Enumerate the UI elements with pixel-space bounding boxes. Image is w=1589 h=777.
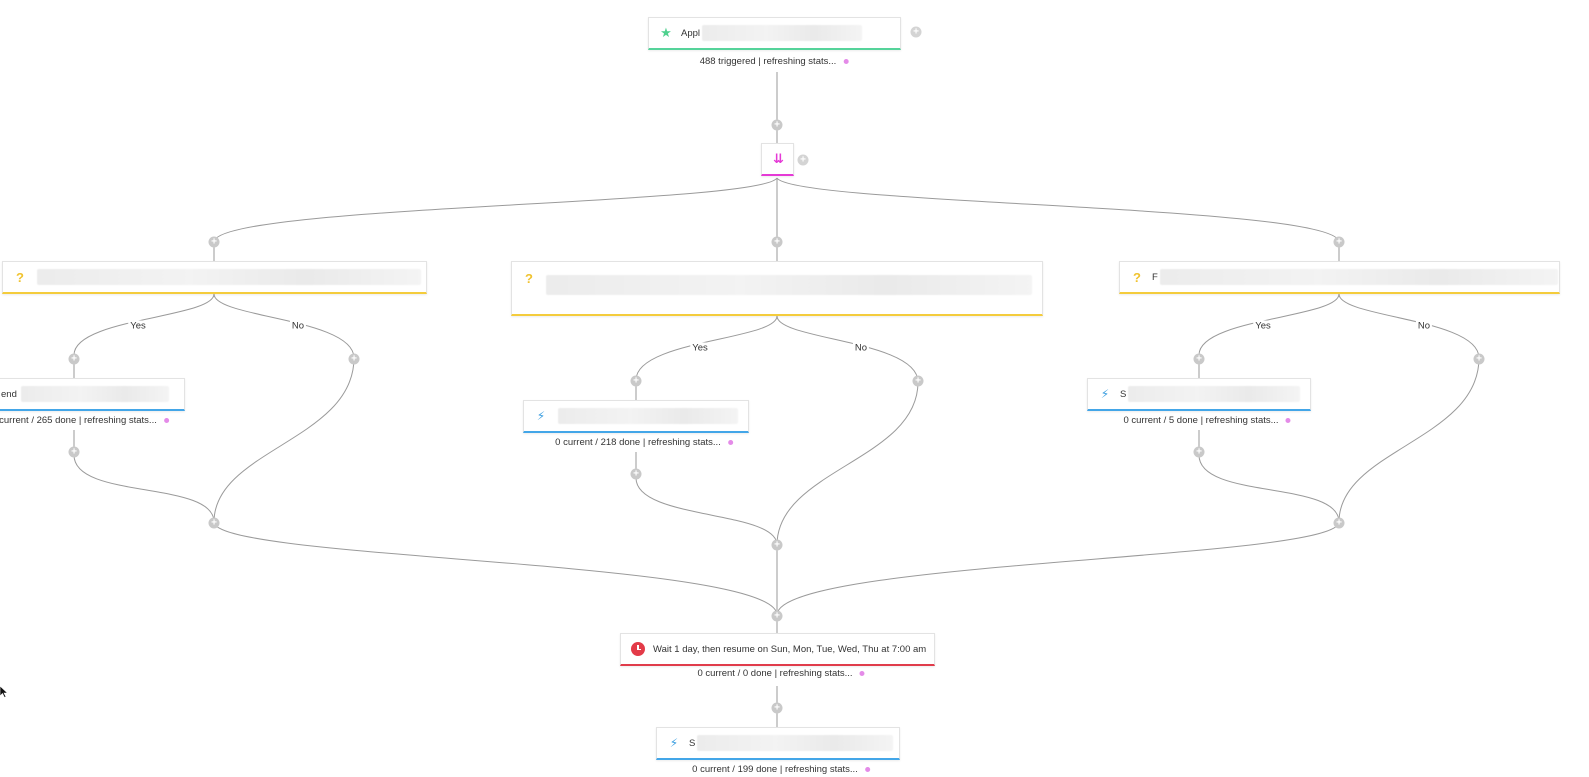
branch-label-yes: Yes xyxy=(1253,320,1273,332)
add-step-button[interactable]: + xyxy=(348,353,360,365)
add-step-button[interactable]: + xyxy=(797,154,809,166)
add-step-button[interactable]: + xyxy=(771,236,783,248)
wait-stats: 0 current / 0 done | refreshing stats... xyxy=(697,668,865,679)
trigger-label: Appl xyxy=(681,27,701,39)
add-step-button[interactable]: + xyxy=(208,517,220,529)
redacted-text xyxy=(20,386,169,402)
action-stats-middle: 0 current / 218 done | refreshing stats.… xyxy=(555,437,733,448)
mouse-cursor-icon xyxy=(0,686,8,698)
trigger-stats: 488 triggered | refreshing stats... xyxy=(700,56,849,67)
status-dot xyxy=(163,418,169,423)
lightning-icon: ⚡ xyxy=(669,736,679,750)
wait-label: Wait 1 day, then resume on Sun, Mon, Tue… xyxy=(653,643,927,655)
wait-node[interactable]: Wait 1 day, then resume on Sun, Mon, Tue… xyxy=(620,633,935,666)
action-stats-left: current / 265 done | refreshing stats... xyxy=(0,415,169,426)
add-step-button[interactable]: + xyxy=(771,539,783,551)
redacted-text xyxy=(1159,269,1558,285)
status-dot xyxy=(1285,418,1291,423)
condition-node-right[interactable]: ? F xyxy=(1119,261,1560,294)
status-dot xyxy=(859,671,865,676)
add-step-button[interactable]: + xyxy=(1333,236,1345,248)
split-icon: ⇊ xyxy=(773,151,784,166)
add-step-button[interactable]: + xyxy=(1473,353,1485,365)
redacted-text xyxy=(702,25,863,41)
status-dot xyxy=(727,440,733,445)
trigger-node[interactable]: ★ Appl xyxy=(648,17,901,50)
redacted-text xyxy=(37,269,421,285)
question-icon: ? xyxy=(525,270,533,286)
lightning-icon: ⚡ xyxy=(536,409,546,423)
add-step-button[interactable]: + xyxy=(1333,517,1345,529)
split-node[interactable]: ⇊ xyxy=(761,143,794,176)
redacted-text xyxy=(558,408,738,424)
add-step-button[interactable]: + xyxy=(912,375,924,387)
add-step-button[interactable]: + xyxy=(1193,446,1205,458)
redacted-text xyxy=(1128,386,1301,402)
branch-label-yes: Yes xyxy=(128,320,148,332)
branch-label-yes: Yes xyxy=(690,342,710,354)
star-icon: ★ xyxy=(660,25,672,40)
branch-label-no: No xyxy=(852,342,870,354)
status-dot xyxy=(843,59,849,64)
condition-node-middle[interactable]: ? xyxy=(511,261,1043,316)
add-step-button[interactable]: + xyxy=(208,236,220,248)
clock-icon xyxy=(631,642,645,656)
action-node-middle[interactable]: ⚡ xyxy=(523,400,749,433)
branch-label-no: No xyxy=(289,320,307,332)
add-step-button[interactable]: + xyxy=(771,119,783,131)
condition-node-left[interactable]: ? xyxy=(2,261,427,294)
action-stats-right: 0 current / 5 done | refreshing stats... xyxy=(1123,415,1291,426)
add-step-button[interactable]: + xyxy=(630,375,642,387)
action-node-right[interactable]: ⚡ S xyxy=(1087,378,1311,411)
branch-label-no: No xyxy=(1415,320,1433,332)
action-node-final[interactable]: ⚡ S xyxy=(656,727,900,760)
redacted-text xyxy=(546,275,1032,295)
add-step-button[interactable]: + xyxy=(771,702,783,714)
lightning-icon: ⚡ xyxy=(1100,387,1110,401)
add-step-button[interactable]: + xyxy=(771,610,783,622)
redacted-text xyxy=(697,735,894,751)
status-dot xyxy=(864,767,870,772)
question-icon: ? xyxy=(16,269,24,285)
question-icon: ? xyxy=(1133,269,1141,285)
add-step-button[interactable]: + xyxy=(630,468,642,480)
add-step-button[interactable]: + xyxy=(910,26,922,38)
action-node-left[interactable]: end xyxy=(0,378,185,411)
add-step-button[interactable]: + xyxy=(68,446,80,458)
add-step-button[interactable]: + xyxy=(1193,353,1205,365)
add-step-button[interactable]: + xyxy=(68,353,80,365)
final-stats: 0 current / 199 done | refreshing stats.… xyxy=(692,764,870,775)
